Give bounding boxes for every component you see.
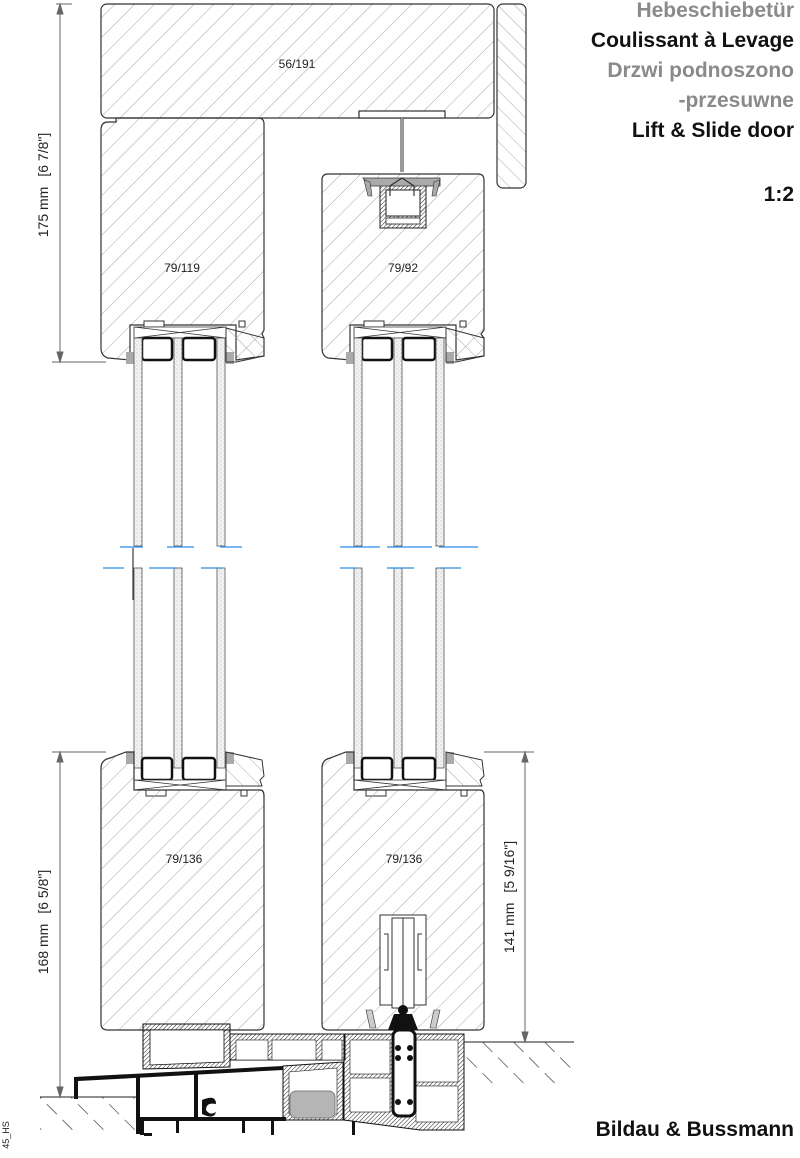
- svg-text:168 mm[6 5/8"]: 168 mm[6 5/8"]: [35, 870, 51, 974]
- dimension-175: 175 mm[6 7/8"]: [35, 133, 51, 237]
- sliding-bottom-rail-label: 79/136: [386, 852, 423, 866]
- break-lines: [103, 546, 478, 569]
- threshold-sill: [74, 1023, 465, 1136]
- title-english: Lift & Slide door: [631, 119, 794, 142]
- floor-hatch: [40, 1041, 574, 1135]
- sliding-bottom-rail: [321, 751, 485, 1031]
- title-german: Hebeschiebetür: [636, 0, 794, 22]
- fixed-bottom-rail-label: 79/136: [166, 852, 203, 866]
- head-frame: [100, 3, 527, 189]
- title-polish-line1: Drzwi podnoszono: [607, 59, 794, 82]
- sliding-top-rail-label: 79/92: [388, 261, 418, 275]
- title-block: Hebeschiebetür Coulissant à Levage Drzwi…: [591, 0, 794, 146]
- glazing-top: [126, 320, 467, 364]
- dimension-141: 141 mm[5 9/16"]: [501, 841, 517, 953]
- svg-text:141 mm[5 9/16"]: 141 mm[5 9/16"]: [501, 841, 517, 953]
- svg-text:175 mm[6 7/8"]: 175 mm[6 7/8"]: [35, 133, 51, 237]
- dimension-lines: [52, 2, 534, 1099]
- fixed-top-rail: [100, 117, 265, 361]
- dimension-168: 168 mm[6 5/8"]: [35, 870, 51, 974]
- title-polish-line2: -przesuwne: [678, 89, 794, 112]
- fixed-bottom-rail: [100, 751, 265, 1031]
- sliding-top-rail: [321, 173, 485, 361]
- head-frame-label: 56/191: [279, 57, 316, 71]
- scale-label: 1:2: [763, 183, 794, 206]
- glass-panes: [132, 337, 445, 769]
- company-name: Bildau & Bussmann: [595, 1118, 794, 1141]
- drawing-id: 45_HS: [0, 1121, 11, 1149]
- title-french: Coulissant à Levage: [590, 29, 794, 52]
- fixed-top-rail-label: 79/119: [164, 261, 200, 275]
